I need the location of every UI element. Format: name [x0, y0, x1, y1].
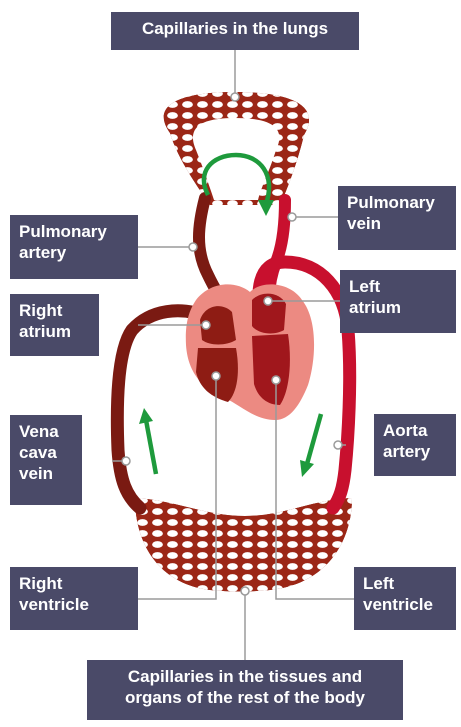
- flow-arrow-icon: [146, 420, 156, 474]
- aorta-label: Aorta artery: [374, 414, 456, 476]
- heart: [186, 284, 314, 420]
- left-atrium-label: Left atrium: [340, 270, 456, 333]
- pulmonary-vein-label: Pulmonary vein: [338, 186, 456, 250]
- lung-capillary-bed: [140, 85, 330, 215]
- left-ventricle-label: Left ventricle: [354, 567, 456, 630]
- right-atrium-label: Right atrium: [10, 294, 99, 356]
- flow-arrow-icon: [258, 200, 274, 216]
- vena-cava-label: Vena cava vein: [10, 415, 82, 505]
- capillaries-body-label: Capillaries in the tissues and organs of…: [87, 660, 403, 720]
- flow-arrow-icon: [139, 408, 153, 424]
- pulmonary-artery-label: Pulmonary artery: [10, 215, 138, 279]
- flow-arrow-icon: [300, 460, 314, 477]
- capillaries-lungs-label: Capillaries in the lungs: [111, 12, 359, 50]
- right-ventricle-label: Right ventricle: [10, 567, 138, 630]
- flow-arrow-icon: [307, 414, 321, 464]
